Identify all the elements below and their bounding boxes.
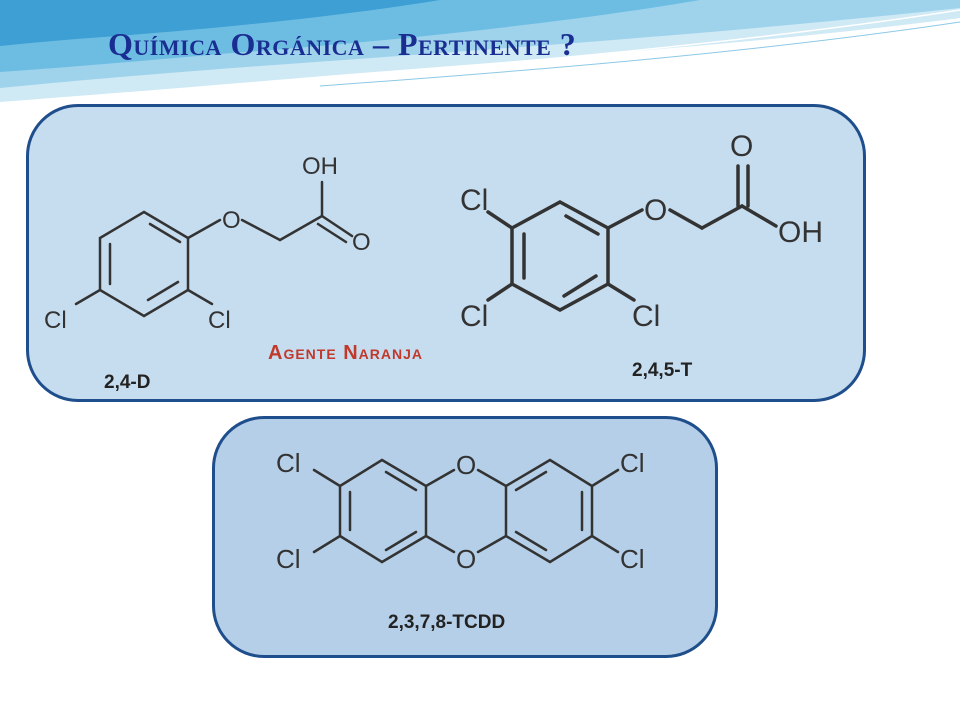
atom-cl-top: Cl — [460, 184, 488, 217]
herbicides-panel — [26, 104, 866, 402]
atom-o-ether: O — [222, 207, 241, 234]
atom-o-bottom: O — [456, 544, 476, 574]
atom-cl-bottom-right: Cl — [620, 544, 645, 574]
atom-cl-right: Cl — [208, 307, 231, 334]
agent-orange-label: Agente Naranja — [268, 342, 424, 364]
atom-cl-left: Cl — [44, 307, 67, 334]
atom-cl-bottom-left: Cl — [276, 544, 301, 574]
molecule-245t-label: 2,4,5-T — [632, 360, 693, 381]
dioxin-panel — [212, 416, 718, 658]
atom-oh: OH — [778, 216, 823, 249]
atom-o-carbonyl: O — [730, 130, 753, 163]
decorative-wave-background — [0, 0, 960, 105]
atom-o-ether: O — [644, 194, 667, 227]
molecule-24d-structure: OH O O Cl Cl — [44, 153, 371, 334]
slide-title: Química Orgánica – Pertinente ? — [108, 26, 577, 62]
atom-oh: OH — [302, 153, 338, 180]
atom-o-top: O — [456, 450, 476, 480]
molecule-245t-structure: O O OH Cl Cl Cl — [460, 130, 823, 333]
atom-cl-top-right: Cl — [620, 448, 645, 478]
atom-cl-bottom-right: Cl — [632, 300, 660, 333]
atom-cl-top-left: Cl — [276, 448, 301, 478]
atom-o-carbonyl: O — [352, 229, 371, 256]
atom-cl-bottom-left: Cl — [460, 300, 488, 333]
molecule-24d-label: 2,4-D — [104, 372, 151, 393]
molecule-tcdd-structure: O O Cl Cl Cl Cl — [276, 448, 645, 574]
molecule-tcdd-label: 2,3,7,8-TCDD — [388, 612, 506, 633]
